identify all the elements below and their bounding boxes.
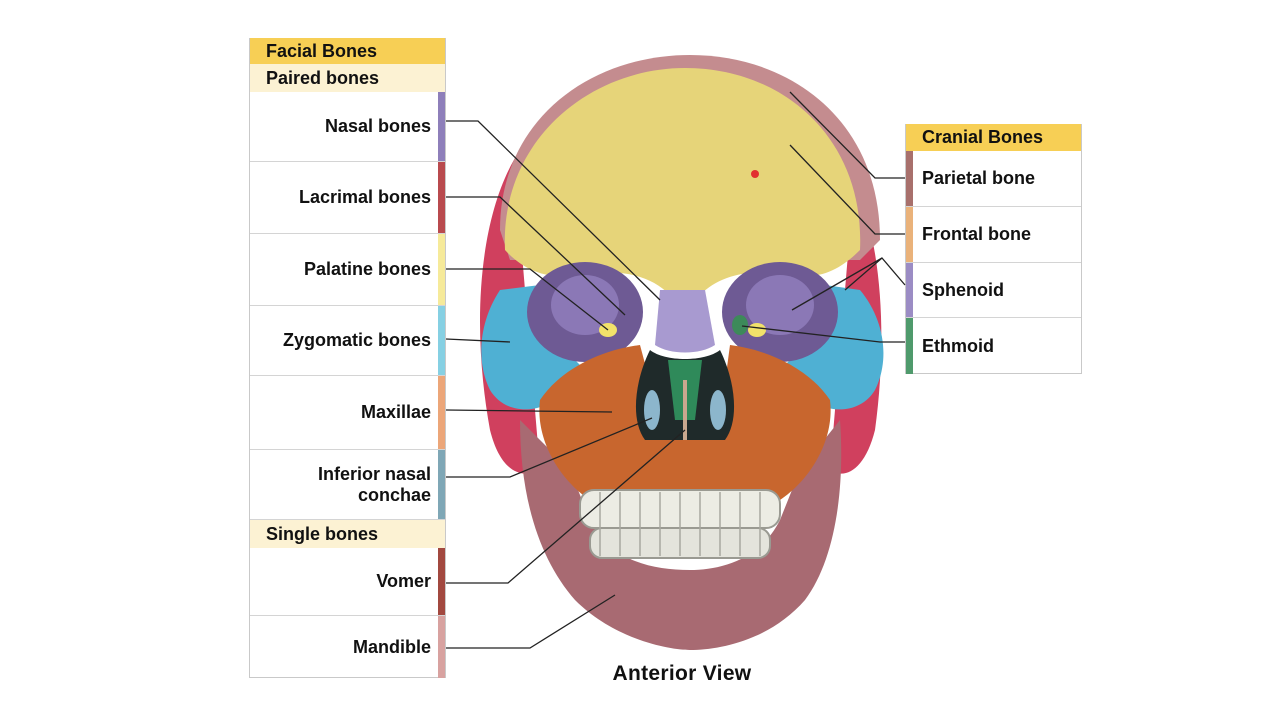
- leader-nasal: [446, 120, 661, 301]
- label-frontal-bone: Frontal bone: [906, 207, 1081, 263]
- color-key-zygomatic: [438, 306, 445, 375]
- label-nasal-bones: Nasal bones: [250, 92, 445, 162]
- leader-sphenoid-b: [791, 257, 883, 311]
- leader-palatine: [446, 268, 609, 331]
- leader-zygomatic: [445, 338, 511, 343]
- color-key-sphenoid: [906, 263, 913, 317]
- leader-lacrimal: [446, 196, 626, 316]
- facial-bones-panel: Facial Bones Paired bones Nasal bones La…: [249, 38, 446, 678]
- leader-conchae: [446, 417, 653, 478]
- color-key-maxillae: [438, 376, 445, 449]
- tooth-dividers: [599, 492, 761, 556]
- label-maxillae: Maxillae: [250, 376, 445, 450]
- maxilla-bone: [539, 345, 831, 500]
- color-key-ethmoid: [906, 318, 913, 374]
- inferior-concha-right: [710, 390, 726, 430]
- color-key-mandible: [438, 616, 445, 678]
- facial-bones-header: Facial Bones: [250, 38, 445, 64]
- label-parietal-bone: Parietal bone: [906, 151, 1081, 207]
- label-ethmoid: Ethmoid: [906, 318, 1081, 374]
- color-key-nasal: [438, 92, 445, 161]
- color-key-conchae: [438, 450, 445, 519]
- paired-bones-subheader: Paired bones: [250, 64, 445, 92]
- label-lacrimal-bones: Lacrimal bones: [250, 162, 445, 234]
- label-inferior-nasal-conchae: Inferior nasal conchae: [250, 450, 445, 520]
- leader-frontal: [789, 144, 905, 235]
- color-key-parietal: [906, 151, 913, 206]
- palatine-spot-right: [748, 323, 766, 337]
- leader-lines: [445, 91, 906, 649]
- color-key-vomer: [438, 548, 445, 615]
- leader-mandible: [446, 594, 616, 649]
- leader-ethmoid: [741, 325, 905, 343]
- cranial-bones-header: Cranial Bones: [906, 124, 1081, 151]
- frontal-bone: [504, 68, 861, 295]
- leader-vomer: [446, 429, 686, 584]
- label-mandible: Mandible: [250, 616, 445, 678]
- cranial-bones-panel: Cranial Bones Parietal bone Frontal bone…: [905, 124, 1082, 374]
- color-key-frontal: [906, 207, 913, 262]
- mandible-bone: [520, 420, 842, 650]
- label-vomer: Vomer: [250, 548, 445, 616]
- view-caption: Anterior View: [612, 662, 752, 685]
- leader-maxillae: [445, 409, 613, 413]
- color-key-palatine: [438, 234, 445, 305]
- leader-parietal: [789, 91, 905, 179]
- ethmoid-spot-right: [732, 315, 748, 335]
- color-key-lacrimal: [438, 162, 445, 233]
- single-bones-subheader: Single bones: [250, 520, 445, 548]
- label-palatine-bones: Palatine bones: [250, 234, 445, 306]
- pointer-marker: [751, 170, 759, 178]
- inferior-concha-left: [644, 390, 660, 430]
- label-zygomatic-bones: Zygomatic bones: [250, 306, 445, 376]
- nasal-bone: [655, 290, 715, 353]
- orbit-left-shadow: [551, 275, 619, 335]
- label-sphenoid: Sphenoid: [906, 263, 1081, 318]
- orbit-right-shadow: [746, 275, 814, 335]
